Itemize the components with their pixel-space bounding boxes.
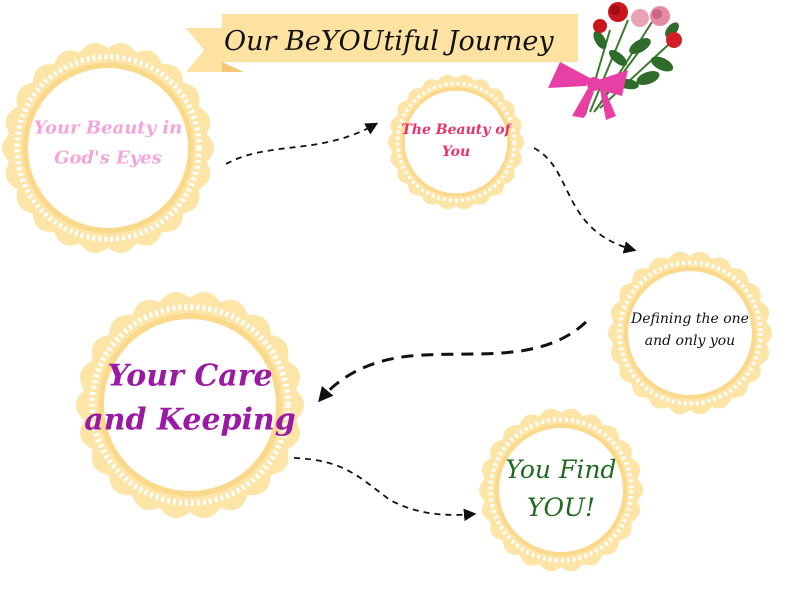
node-beauty-of-you: The Beauty of You (388, 74, 524, 210)
node-label-line: God's Eyes (54, 147, 162, 168)
node-label-line: YOU! (527, 493, 595, 522)
badge-dashed-ring (617, 260, 763, 406)
badge-inner-circle (401, 87, 511, 197)
arrow-1-to-2 (225, 122, 379, 165)
banner-left-fold (222, 62, 244, 72)
badge-dashed-ring (14, 54, 202, 242)
banner-body (222, 14, 578, 62)
connectors (225, 122, 637, 522)
node-label-line: You Find (506, 455, 617, 484)
badge-inner-circle (22, 62, 194, 234)
badge-inner-circle (494, 423, 628, 557)
arrow-3-to-4 (318, 320, 588, 403)
node-defining-one-and-only: Defining the one and only you (608, 251, 772, 415)
arrow-4-to-5 (293, 457, 477, 522)
node-beauty-in-gods-eyes: Your Beauty in God's Eyes (2, 42, 214, 254)
arrow-2-to-3 (533, 147, 637, 254)
node-label-line: Your Care (107, 359, 272, 394)
journey-nodes: Your Beauty in God's Eyes The Beauty of You… (2, 42, 772, 572)
node-label-line: and Keeping (84, 403, 295, 438)
title-banner: Our BeYOUtiful Journey (186, 14, 578, 72)
badge-inner-circle (623, 266, 757, 400)
badge-dashed-ring (89, 304, 291, 506)
node-label-line: and only you (645, 333, 735, 349)
badge-dashed-ring (395, 81, 517, 203)
banner-title: Our BeYOUtiful Journey (224, 26, 554, 57)
node-care-and-keeping: Your Care and Keeping (76, 292, 304, 518)
node-label-line: Your Beauty in (34, 117, 183, 138)
node-label-line: You (442, 144, 470, 160)
node-label-line: The Beauty of (401, 122, 513, 138)
banner-left-tail (186, 28, 222, 72)
rose-bouquet-icon (548, 2, 682, 120)
node-label-line: Defining the one (630, 311, 749, 327)
badge-inner-circle (98, 313, 282, 497)
badge-dashed-ring (488, 417, 634, 563)
